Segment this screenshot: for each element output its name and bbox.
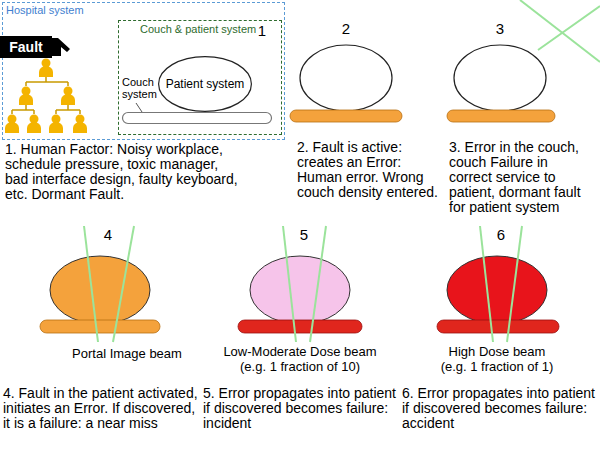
person-icon <box>73 115 87 134</box>
person-icon <box>5 115 19 134</box>
callout-number: 5 <box>292 226 316 243</box>
step-caption: 5. Error propagates into patient if disc… <box>203 386 401 431</box>
person-icon <box>61 87 75 106</box>
ellipse-shape <box>159 57 252 112</box>
leader-line <box>136 103 142 112</box>
couch-slab <box>437 320 559 333</box>
couch-shape <box>123 113 272 124</box>
beam-line <box>283 226 296 342</box>
beam-label: Low-Moderate Dose beam (e.g. 1 fraction … <box>222 344 378 374</box>
step-caption: 4. Fault in the patient activated, initi… <box>3 386 203 431</box>
person-body <box>73 122 87 133</box>
fault-tag: Fault <box>0 36 52 58</box>
person-body <box>19 94 33 105</box>
person-body <box>5 122 19 133</box>
person-icon <box>19 87 33 106</box>
node-text: Patient system <box>166 77 245 91</box>
subsystem-boundary: Couch & patient systemPatient systemCouc… <box>118 20 282 135</box>
boundary-title: Hospital system <box>6 4 84 17</box>
patient-ellipse <box>50 256 150 324</box>
person-icon <box>39 59 53 78</box>
beam-label: Portal Image beam <box>57 346 197 361</box>
person-body <box>49 122 63 133</box>
couch-slab <box>40 320 160 333</box>
step-caption: 1. Human Factor: Noisy workplace, schedu… <box>5 142 241 202</box>
couch-slab: Couch system <box>122 112 272 124</box>
person-body <box>27 122 41 133</box>
patient-ellipse <box>454 45 546 111</box>
couch-slab <box>290 110 402 122</box>
callout-number: 1 <box>250 22 274 39</box>
beam-label: High Dose beam (e.g. 1 fraction of 1) <box>434 344 560 374</box>
callout-number: 6 <box>489 226 513 243</box>
beam-line <box>310 226 326 342</box>
step-caption: 2. Fault is active: creates an Error: Hu… <box>297 140 447 200</box>
shape-outline <box>122 112 272 124</box>
couch-slab <box>447 110 555 122</box>
beam-line <box>507 226 522 342</box>
beam-line <box>84 226 98 342</box>
patient-ellipse <box>447 256 547 324</box>
callout-number: 4 <box>96 226 120 243</box>
person-icon <box>27 115 41 134</box>
patient-ellipse: Patient system <box>158 56 252 112</box>
patient-ellipse <box>250 256 350 324</box>
step-caption: 3. Error in the couch, couch Failure in … <box>449 140 589 215</box>
node-text: Couch system <box>122 76 164 100</box>
person-icon <box>49 115 63 134</box>
person-body <box>39 66 53 77</box>
step-caption: 6. Error propagates into patient if disc… <box>402 386 600 431</box>
couch-slab <box>238 320 362 333</box>
pointing-hand <box>50 38 70 56</box>
fault-text: Fault <box>9 39 42 55</box>
boundary-title: Couch & patient system <box>140 23 256 36</box>
callout-number: 3 <box>488 20 512 37</box>
callout-number: 2 <box>334 20 358 37</box>
org-chart-link <box>12 77 80 114</box>
person-body <box>61 94 75 105</box>
patient-ellipse <box>300 45 392 111</box>
system-boundary: Hospital systemFault Couch & patient syst… <box>2 2 285 140</box>
beam-line <box>538 6 600 50</box>
beam-line <box>113 226 134 342</box>
beam-line <box>480 226 493 342</box>
beam-line <box>520 0 600 62</box>
